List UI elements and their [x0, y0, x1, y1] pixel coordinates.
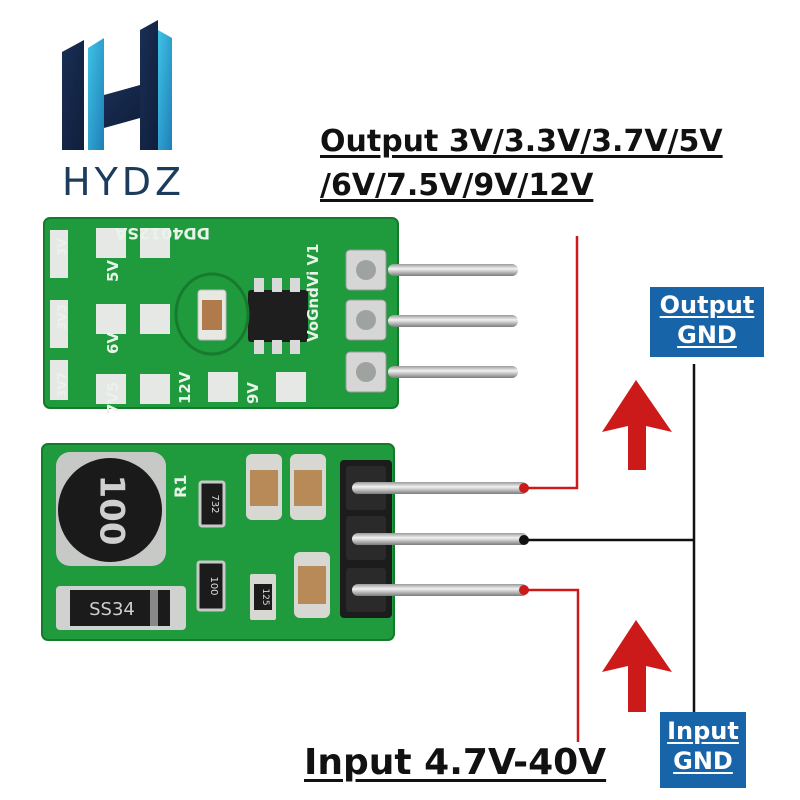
output-voltage-line-1: Output 3V/3.3V/3.7V/5V [320, 124, 723, 159]
silk-6v: 6V [104, 332, 122, 354]
input-gnd-line-1: Input [667, 717, 739, 745]
silk-pin-labels: VoGndVi V1 [304, 243, 322, 342]
output-voltage-line-2: /6V/7.5V/9V/12V [320, 168, 594, 203]
arrow-up-icon [602, 380, 672, 470]
silk-r1: R1 [171, 475, 190, 498]
wiring-diagram [519, 236, 696, 742]
pcb-module-bottom-view: 100 SS34 R1 732 100 125 [41, 443, 528, 641]
pcb-module-top-view: DD4012SA VoGndVi V1 5V 6V 7V5 12V 9V 3V … [43, 217, 518, 414]
cap-marking: 100 [208, 576, 219, 595]
brand-text: HYDZ [62, 160, 186, 204]
silk-9v: 9V [244, 382, 262, 404]
silk-3v3: 3V3 [55, 304, 69, 330]
output-gnd-line-2: GND [677, 321, 737, 349]
silk-3v: 3V [55, 238, 69, 256]
silk-7v5: 7V5 [104, 382, 122, 414]
silk-3v7: 3V7 [55, 372, 69, 398]
output-gnd-line-1: Output [659, 291, 755, 319]
cap-marking-2: 125 [260, 588, 270, 605]
silk-5v: 5V [104, 260, 122, 282]
input-gnd-badge: Input GND [660, 712, 746, 788]
diode-marking: SS34 [89, 599, 135, 620]
input-gnd-line-2: GND [673, 747, 733, 775]
inductor-marking: 100 [92, 475, 132, 546]
hydz-logo [62, 20, 172, 150]
output-gnd-badge: Output GND [650, 287, 764, 357]
silk-part-number: DD4012SA [114, 224, 210, 243]
input-voltage-label: Input 4.7V-40V [304, 742, 607, 783]
resistor-marking: 732 [209, 494, 220, 513]
silk-12v: 12V [176, 371, 194, 404]
arrow-up-icon [602, 620, 672, 712]
output-voltage-label: Output 3V/3.3V/3.7V/5V /6V/7.5V/9V/12V [320, 120, 723, 208]
